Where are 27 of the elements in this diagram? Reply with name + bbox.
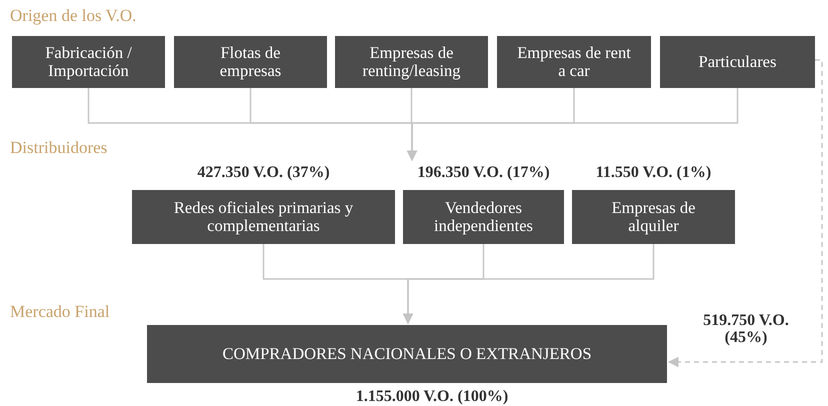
volume-label: 196.350 V.O. (17%)	[416, 164, 551, 182]
box-text: Empresas de rent a car	[516, 44, 632, 80]
section-heading: Origen de los V.O.	[10, 6, 136, 26]
box-text: Fabricación / Importación	[44, 44, 133, 80]
box-text: Redes oficiales primarias y complementarias	[172, 199, 354, 235]
process-box	[660, 36, 815, 88]
section-heading: Distribuidores	[10, 138, 108, 158]
box-text: Flotas de empresas	[218, 44, 282, 80]
process-box	[174, 36, 327, 88]
process-box	[132, 190, 395, 244]
connector-arrow	[668, 59, 823, 368]
process-box	[403, 190, 564, 244]
box-text: Vendedores independientes	[433, 199, 534, 235]
process-box	[335, 36, 488, 88]
box-text: Empresas de renting/leasing	[361, 44, 462, 80]
section-heading: Mercado Final	[10, 302, 110, 322]
box-text: COMPRADORES NACIONALES O EXTRANJEROS	[222, 345, 592, 363]
volume-label: 1.155.000 V.O. (100%)	[354, 388, 510, 406]
connector-arrow	[402, 244, 654, 324]
process-box	[572, 190, 735, 244]
process-box	[497, 36, 651, 88]
volume-label: 427.350 V.O. (37%)	[196, 164, 331, 182]
box-text: Particulares	[698, 53, 776, 71]
process-box	[12, 36, 165, 88]
box-text: Empresas de alquiler	[610, 199, 696, 235]
volume-label: 11.550 V.O. (1%)	[594, 164, 712, 182]
process-box	[147, 325, 667, 383]
